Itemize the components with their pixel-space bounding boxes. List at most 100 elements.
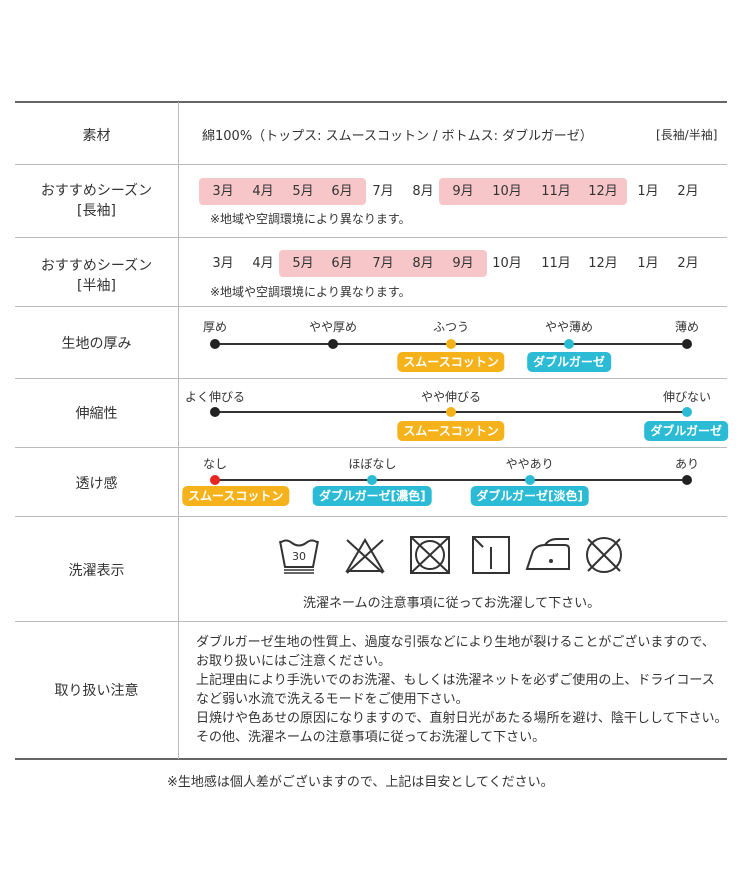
- month-label: 1月: [637, 256, 659, 271]
- month-label: 5月: [292, 256, 314, 271]
- handling-line: ダブルガーゼ生地の性質上、過度な引張などにより生地が裂けることがございますので、: [196, 635, 715, 650]
- season-long-label-line2: [長袖]: [77, 203, 116, 219]
- month-label: 2月: [677, 184, 699, 199]
- washing-note: 洗濯ネームの注意事項に従ってお洗濯して下さい。: [303, 596, 601, 611]
- scale-label: やや厚め: [308, 320, 358, 334]
- scale-label: やや薄め: [544, 320, 594, 334]
- month-label: 12月: [588, 256, 618, 271]
- fabric-tag: スムースコットン: [397, 352, 505, 372]
- season-highlight: [279, 250, 487, 277]
- month-label: 7月: [372, 256, 394, 271]
- month-label: 11月: [541, 256, 571, 271]
- fabric-tag: スムースコットン: [182, 486, 290, 506]
- month-label: 10月: [492, 256, 522, 271]
- scale-label: やや伸びる: [420, 390, 482, 404]
- scale-label: 薄め: [674, 320, 700, 334]
- table-bottom-border: [15, 758, 727, 760]
- footer-note: ※生地感は個人差がございますので、上記は目安としてください。: [167, 775, 554, 790]
- month-label: 3月: [212, 256, 234, 271]
- season-short-label-line1: おすすめシーズン: [40, 258, 153, 274]
- month-label: 9月: [452, 184, 474, 199]
- scale-dot: [446, 339, 456, 349]
- month-label: 6月: [331, 184, 353, 199]
- fabric-tag: ダブルガーゼ[濃色]: [313, 486, 432, 506]
- row-divider: [15, 378, 727, 379]
- month-label: 8月: [412, 184, 434, 199]
- handling-label: 取り扱い注意: [54, 683, 139, 699]
- scale-dot: [524, 475, 535, 485]
- month-label: 8月: [412, 256, 434, 271]
- scale-label: 厚め: [202, 320, 228, 334]
- season-short-note: ※地域や空調環境により異なります。: [210, 285, 411, 299]
- scale-label: あり: [674, 457, 700, 471]
- month-label: 4月: [252, 256, 274, 271]
- material-value: 綿100%（トップス: スムースコットン / ボトムス: ダブルガーゼ）: [202, 129, 593, 144]
- material-label: 素材: [82, 128, 111, 144]
- material-note: [長袖/半袖]: [656, 128, 718, 142]
- scale-label: ややあり: [505, 457, 554, 471]
- fabric-tag: ダブルガーゼ[淡色]: [470, 486, 589, 506]
- handling-line: お取り扱いにはご注意ください。: [196, 654, 392, 669]
- month-label: 2月: [677, 256, 699, 271]
- column-divider: [178, 102, 179, 759]
- handling-line: 上記理由により手洗いでのお洗濯、もしくは洗濯ネットを必ずご使用の上、ドライコース: [196, 673, 715, 688]
- fabric-tag: ダブルガーゼ: [527, 352, 611, 372]
- fabric-tag: スムースコットン: [397, 421, 505, 441]
- month-label: 11月: [541, 184, 571, 199]
- season-highlight: [439, 178, 627, 205]
- row-divider: [15, 306, 727, 307]
- scale-dot: [210, 339, 220, 349]
- scale-line: [215, 479, 687, 481]
- row-divider: [15, 621, 727, 622]
- month-label: 12月: [588, 184, 618, 199]
- sheer-scale: なし ほぼなし ややあり ありスムースコットン ダブルガーゼ[濃色] ダブルガーゼ[淡色]: [182, 454, 699, 514]
- handling-text: ダブルガーゼ生地の性質上、過度な引張などにより生地が裂けることがございますので、…: [196, 633, 727, 747]
- scale-label: なし: [202, 457, 228, 471]
- no-bleach-icon: [345, 538, 385, 574]
- season-short-label-line2: [半袖]: [77, 278, 116, 294]
- month-label: 9月: [452, 256, 474, 271]
- scale-dot: [682, 407, 692, 417]
- row-divider: [15, 164, 727, 165]
- line-dry-shade-icon: [472, 536, 510, 574]
- scale-dot: [210, 407, 220, 417]
- month-label: 6月: [331, 256, 353, 271]
- wash-temperature: 30: [292, 550, 306, 563]
- month-label: 7月: [372, 184, 394, 199]
- season-short-months: 3月 4月 5月 6月 7月 8月 9月 10月 11月 12月 1月 2月: [203, 250, 713, 277]
- scale-dot: [564, 339, 574, 349]
- row-divider: [15, 237, 727, 238]
- fabric-tag: ダブルガーゼ: [644, 421, 728, 441]
- scale-dot: [682, 339, 692, 349]
- month-label: 3月: [212, 184, 234, 199]
- wash-30-gentle-icon: 30: [279, 539, 319, 574]
- iron-low-icon: [525, 538, 570, 570]
- season-long-note: ※地域や空調環境により異なります。: [210, 212, 411, 226]
- season-long-label: おすすめシーズン [長袖]: [15, 181, 178, 221]
- scale-label: よく伸びる: [184, 390, 246, 404]
- no-dry-clean-icon: [586, 537, 622, 573]
- stretch-label: 伸縮性: [75, 406, 118, 422]
- season-highlight: [199, 178, 366, 205]
- month-label: 5月: [292, 184, 314, 199]
- sheer-label: 透け感: [75, 476, 118, 492]
- washing-label: 洗濯表示: [68, 563, 125, 579]
- month-label: 10月: [492, 184, 522, 199]
- thickness-scale: 厚め やや厚め ふつう やや薄め 薄めスムースコットン ダブルガーゼ: [203, 318, 699, 378]
- scale-label: ほぼなし: [348, 457, 397, 471]
- scale-dot: [682, 475, 692, 485]
- scale-dot: [446, 407, 456, 417]
- scale-dot: [210, 475, 220, 485]
- season-short-label: おすすめシーズン [半袖]: [15, 256, 178, 296]
- row-divider: [15, 516, 727, 517]
- season-long-label-line1: おすすめシーズン: [40, 183, 153, 199]
- month-label: 4月: [252, 184, 274, 199]
- handling-line: 日焼けや色あせの原因になりますので、直射日光があたる場所を避け、陰干しして下さい…: [196, 711, 728, 726]
- scale-dot: [328, 339, 338, 349]
- thickness-label: 生地の厚み: [61, 336, 132, 352]
- row-divider: [15, 447, 727, 448]
- scale-label: ふつう: [432, 320, 470, 334]
- no-tumble-dry-icon: [410, 536, 450, 574]
- scale-dot: [367, 475, 378, 485]
